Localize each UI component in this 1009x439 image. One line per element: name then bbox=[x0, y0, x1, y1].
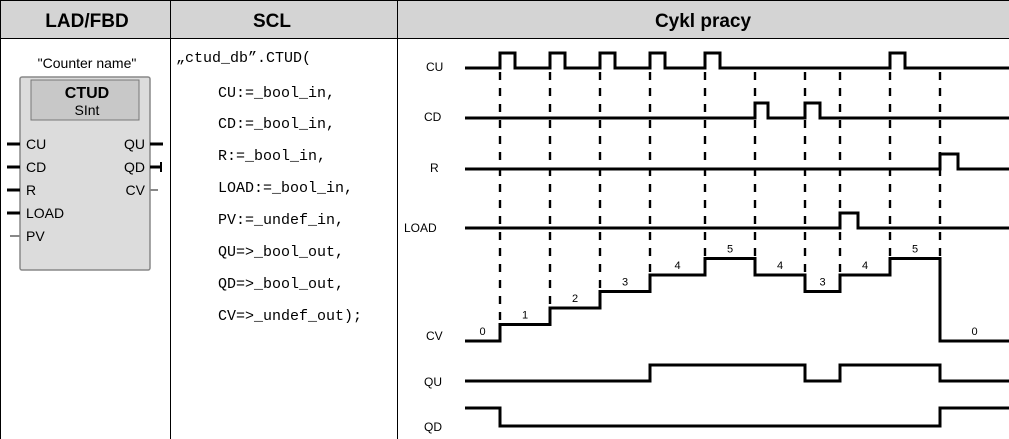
pin-label-load: LOAD bbox=[26, 205, 64, 221]
header-scl: SCL bbox=[253, 11, 291, 32]
scl-line-0: „ctud_db”.CTUD( bbox=[176, 50, 311, 67]
header-lad-fbd: LAD/FBD bbox=[45, 11, 128, 32]
waveform-cd bbox=[465, 101, 1009, 120]
block-body bbox=[19, 76, 151, 271]
cv-value-label: 4 bbox=[674, 260, 680, 272]
counter-instance-name: "Counter name" bbox=[38, 55, 137, 71]
scl-code: „ctud_db”.CTUD( CU:=_bool_in, CD:=_bool_… bbox=[176, 50, 362, 325]
pin-label-cu: CU bbox=[26, 136, 46, 152]
signal-label-cd: CD bbox=[424, 110, 442, 124]
block-data-type: SInt bbox=[75, 102, 100, 118]
scl-line-8: CV=>_undef_out); bbox=[218, 308, 362, 325]
pin-label-cd: CD bbox=[26, 159, 46, 175]
cv-value-label: 1 bbox=[522, 310, 528, 322]
signal-label-cu: CU bbox=[426, 60, 443, 74]
ctud-block: "Counter name" CTUD SInt CU CD R LOAD PV… bbox=[7, 55, 163, 271]
cv-value-label: 4 bbox=[777, 260, 783, 272]
signal-label-qu: QU bbox=[424, 375, 442, 389]
table-header-bg bbox=[0, 0, 1009, 38]
waveform-r bbox=[465, 152, 1009, 171]
signal-label-qd: QD bbox=[424, 420, 442, 434]
pin-label-qd: QD bbox=[124, 159, 145, 175]
cv-value-label: 0 bbox=[971, 326, 977, 338]
cv-value-label: 5 bbox=[912, 244, 918, 256]
event-markers bbox=[498, 72, 942, 341]
waveform-qu bbox=[465, 363, 1009, 383]
cv-value-label: 0 bbox=[479, 326, 485, 338]
scl-line-5: PV:=_undef_in, bbox=[218, 212, 344, 229]
signal-label-cv: CV bbox=[426, 329, 443, 343]
cv-value-label: 2 bbox=[572, 293, 578, 305]
cv-value-label: 5 bbox=[727, 244, 733, 256]
waveform-cv bbox=[465, 257, 1009, 343]
cv-value-label: 3 bbox=[622, 277, 628, 289]
scl-line-7: QD=>_bool_out, bbox=[218, 276, 344, 293]
pin-label-r: R bbox=[26, 182, 36, 198]
header-cykl-pracy: Cykl pracy bbox=[655, 11, 752, 32]
scl-line-1: CU:=_bool_in, bbox=[218, 85, 335, 102]
pin-label-pv: PV bbox=[26, 228, 45, 244]
block-type: CTUD bbox=[65, 85, 109, 102]
cv-value-label: 4 bbox=[862, 260, 868, 272]
scl-line-3: R:=_bool_in, bbox=[218, 148, 326, 165]
pin-label-cv: CV bbox=[126, 182, 146, 198]
waveform-load bbox=[465, 211, 1009, 230]
timing-diagram: CU CD R LOAD CV QU QD 0 1 2 3 4 5 4 3 4 5 0 bbox=[404, 51, 1009, 434]
block-title-area bbox=[30, 79, 140, 121]
waveform-cu bbox=[465, 51, 1009, 70]
pin-label-qu: QU bbox=[124, 136, 145, 152]
signal-label-r: R bbox=[430, 161, 439, 175]
scl-line-6: QU=>_bool_out, bbox=[218, 244, 344, 261]
cv-value-label: 3 bbox=[819, 277, 825, 289]
waveform-qd bbox=[465, 406, 1009, 428]
scl-line-4: LOAD:=_bool_in, bbox=[218, 180, 353, 197]
cv-value-labels: 0 1 2 3 4 5 4 3 4 5 0 bbox=[479, 244, 977, 339]
scl-line-2: CD:=_bool_in, bbox=[218, 116, 335, 133]
signal-label-load: LOAD bbox=[404, 221, 437, 235]
